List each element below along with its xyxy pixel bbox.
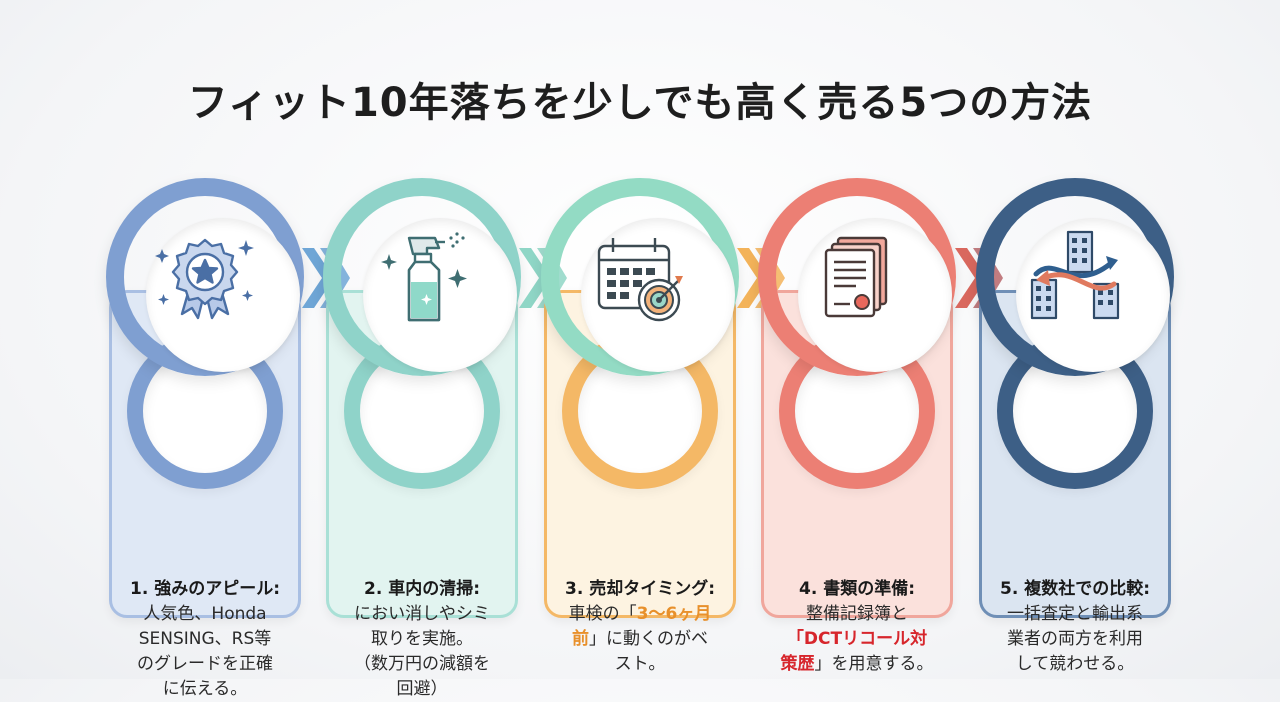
step-3-title: 3. 売却タイミング: [564,579,715,599]
step-2-title: 2. 車内の清掃: [363,579,480,599]
step-5-text: 5. 複数社での比較: 一括査定と輸出系 業者の両方を利用 して競わせる。 [992,577,1158,677]
step-1-text: 1. 強みのアピール: 人気色、Honda SENSING、RS等 のグレードを… [122,577,288,702]
step-4-highlight-2: 策歴 [780,654,815,674]
calendar-target-icon [597,238,683,322]
step-5-title: 5. 複数社での比較: [999,579,1150,599]
step-5: 5. 複数社での比較: 一括査定と輸出系 業者の両方を利用 して競わせる。 [976,178,1180,674]
step-3-line-3: スト。 [614,654,666,674]
step-2: 2. 車内の清掃: におい消しやシミ 取りを実施。 （数万円の減額を 回避） [323,178,527,699]
award-medal-icon [155,238,254,320]
step-4-text: 4. 書類の準備: 整備記録簿と 「DCTリコール対 策歴」を用意する。 [774,577,940,677]
step-3-highlight-1: 3〜6ヶ月 [636,604,712,624]
buildings-arrows-icon [1030,230,1120,320]
step-2-line-2: 取りを実施。 [371,629,473,649]
page-title: フィット10年落ちを少しでも高く売る5つの方法 [187,80,1093,126]
step-2-line-4: 回避） [396,679,448,699]
step-1-title: 1. 強みのアピール: [129,579,280,599]
step-1-line-2: SENSING、RS等 [138,629,272,649]
step-5-line-3: して競わせる。 [1015,654,1135,674]
step-3: 3. 売却タイミング: 車検の「3〜6ヶ月 前」に動くのがベ スト。 [541,178,745,674]
step-5-line-1: 一括査定と輸出系 [1007,604,1143,624]
step-1-line-3: のグレードを正確 [137,654,273,674]
step-3-line-1: 車検の「 [568,604,637,624]
step-4-title: 4. 書類の準備: [798,579,915,599]
step-1-line-1: 人気色、Honda [143,604,267,624]
step-1: 1. 強みのアピール: 人気色、Honda SENSING、RS等 のグレードを… [106,178,310,699]
step-2-line-3: （数万円の減額を [354,654,490,674]
step-4-line-3: 」を用意する。 [814,654,934,674]
step-4-highlight-1: 「DCTリコール対 [786,629,928,649]
documents-icon [824,236,888,318]
step-1-line-4: に伝える。 [162,679,248,699]
step-5-line-2: 業者の両方を利用 [1007,629,1143,649]
step-3-line-2: 」に動くのがベ [589,629,708,649]
step-4-line-1: 整備記録簿と [806,604,908,624]
step-3-highlight-2: 前 [572,629,589,649]
step-4: 4. 書類の準備: 整備記録簿と 「DCTリコール対 策歴」を用意する。 [758,178,962,674]
step-3-text: 3. 売却タイミング: 車検の「3〜6ヶ月 前」に動くのがベ スト。 [557,577,723,677]
step-2-text: 2. 車内の清掃: におい消しやシミ 取りを実施。 （数万円の減額を 回避） [339,577,505,702]
spray-bottle-icon [381,232,467,322]
step-2-line-1: におい消しやシミ [354,604,490,624]
